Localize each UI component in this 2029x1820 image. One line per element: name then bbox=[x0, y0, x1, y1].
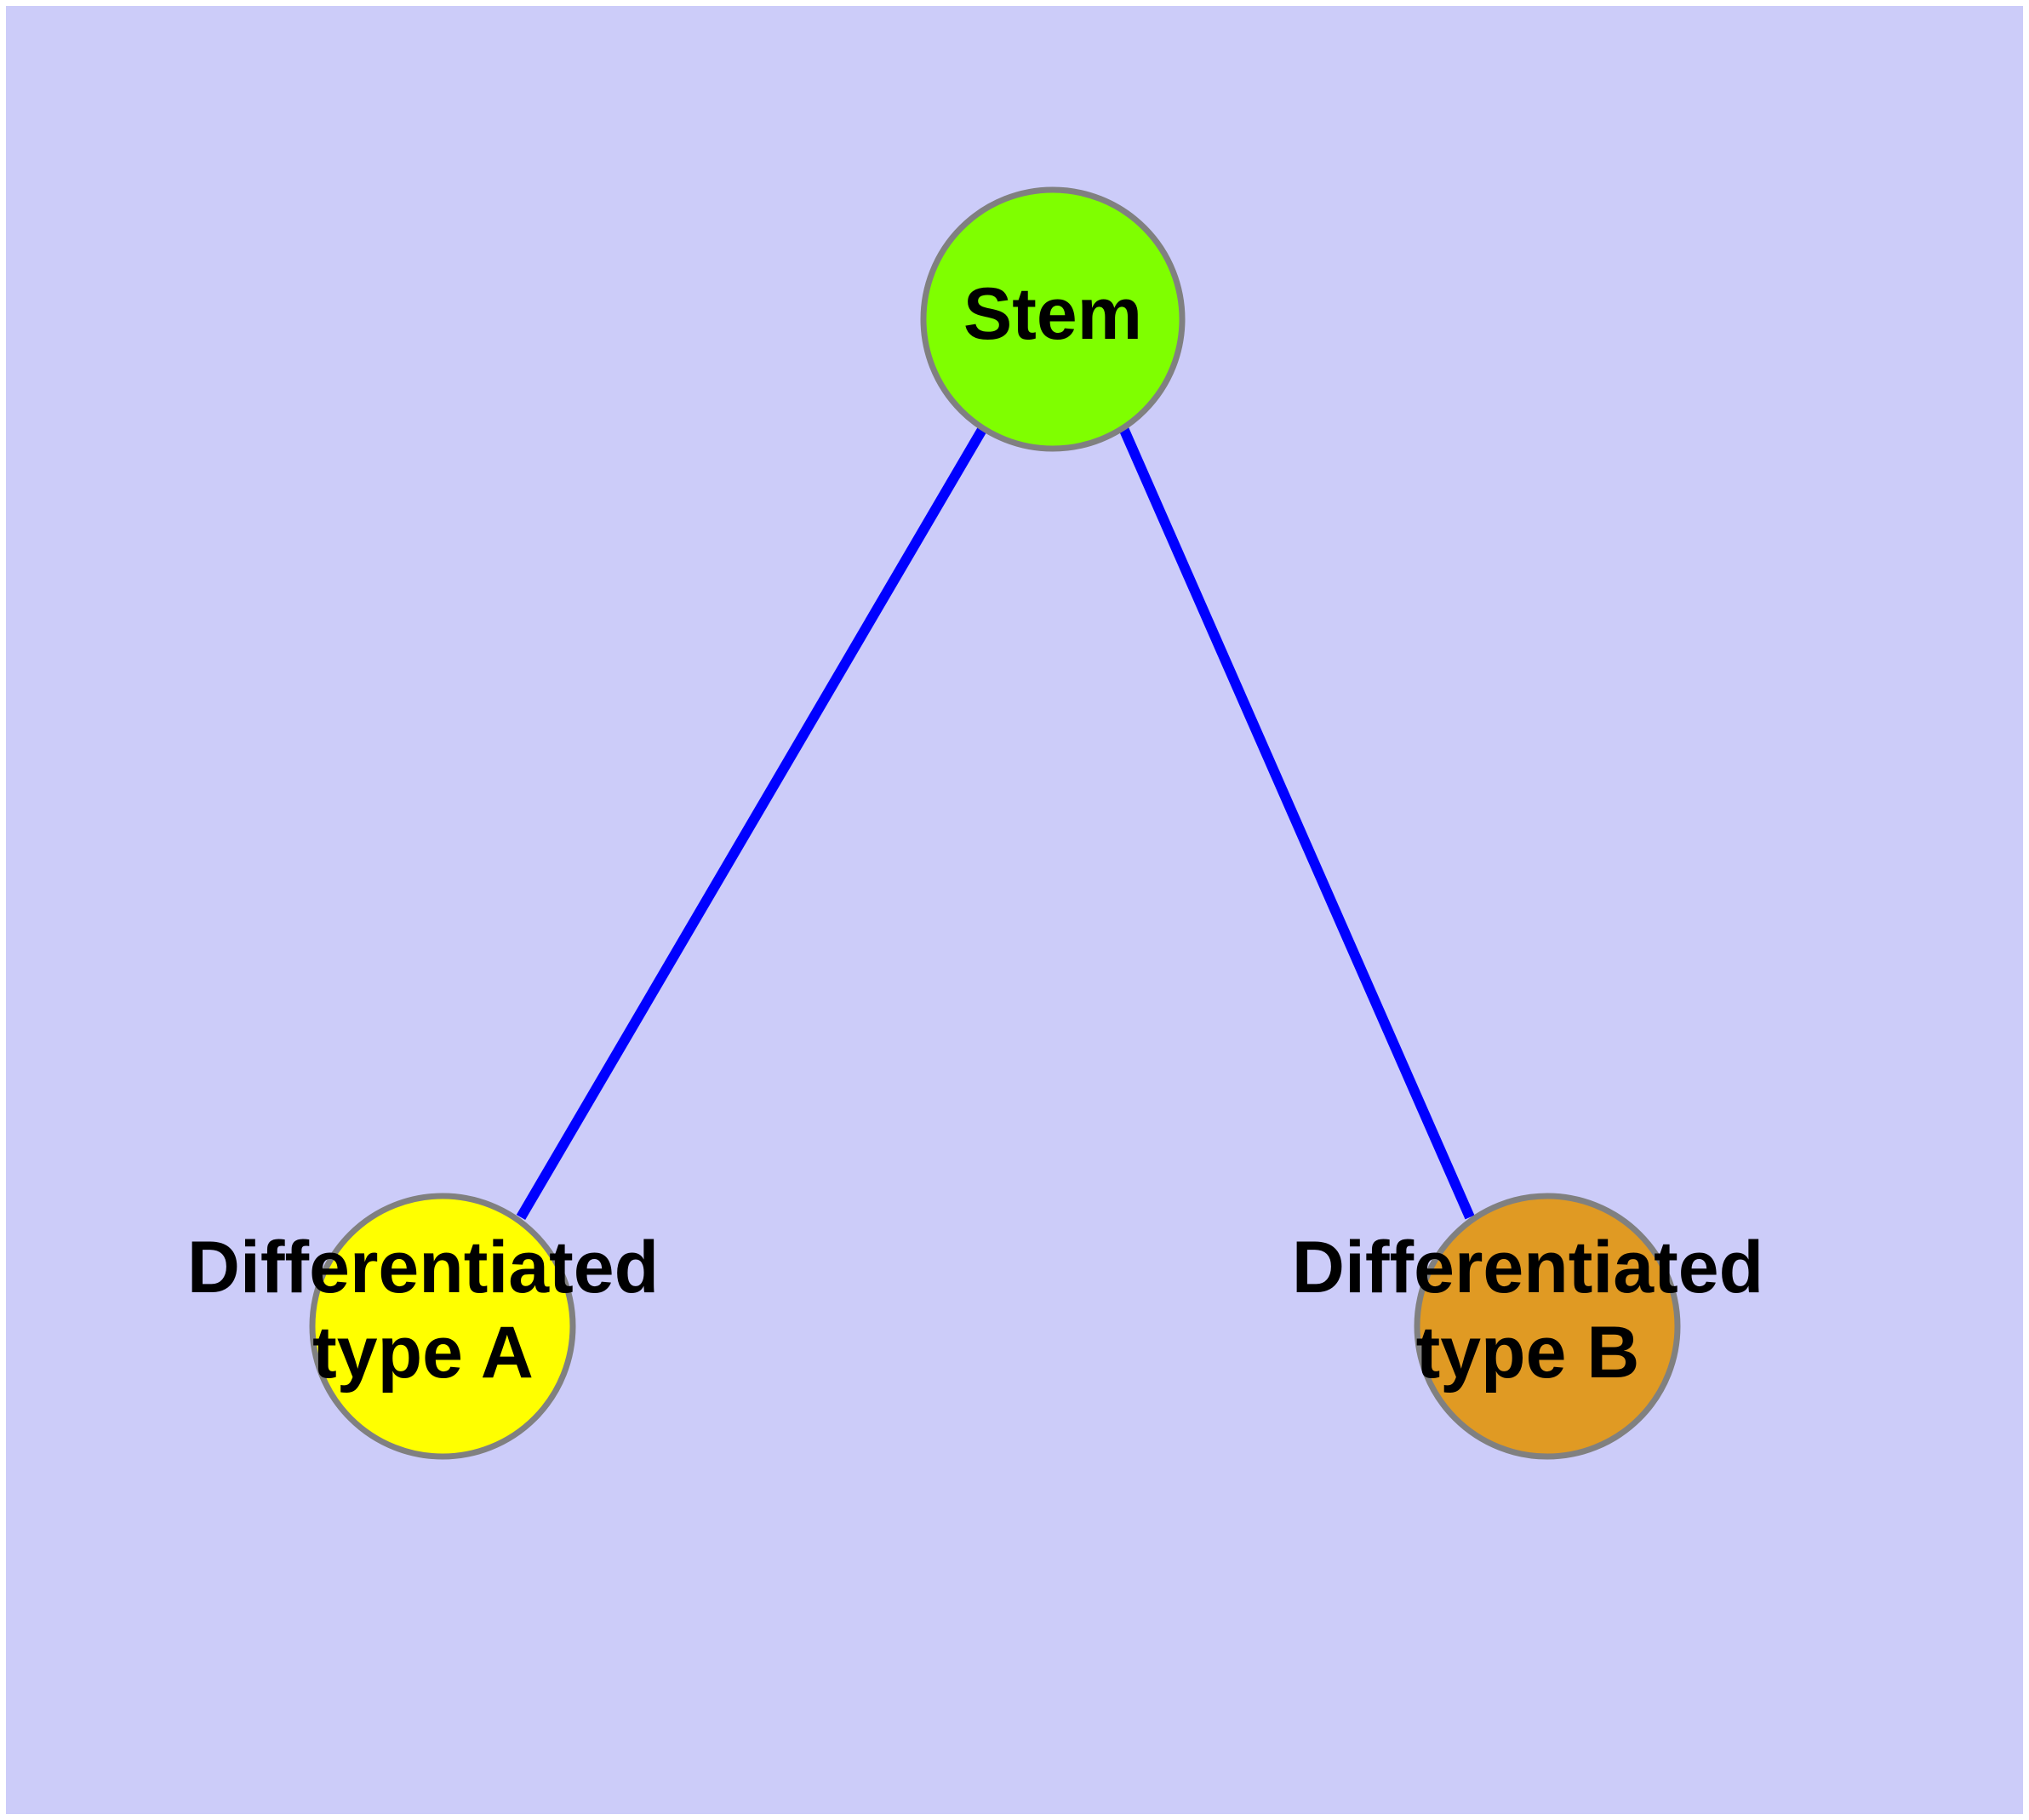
node-label-line: Stem bbox=[963, 273, 1142, 355]
node-circle-diff-a[interactable] bbox=[309, 1193, 576, 1460]
node-label-line: type B bbox=[1416, 1312, 1640, 1394]
graph-node-stem[interactable]: Stem bbox=[920, 186, 1186, 452]
edges-layer bbox=[516, 425, 1475, 1221]
graph-edge-stem-to-diff-b[interactable] bbox=[1118, 426, 1475, 1220]
graph-edge-stem-to-diff-a[interactable] bbox=[516, 425, 988, 1221]
node-label-line: Differentiated bbox=[1292, 1227, 1763, 1308]
node-circle-stem[interactable] bbox=[920, 186, 1186, 452]
node-label-line: type A bbox=[312, 1312, 534, 1394]
node-label-line: Differentiated bbox=[187, 1227, 659, 1308]
node-circle-diff-b[interactable] bbox=[1414, 1193, 1681, 1460]
node-label-stem: Stem bbox=[963, 273, 1142, 355]
